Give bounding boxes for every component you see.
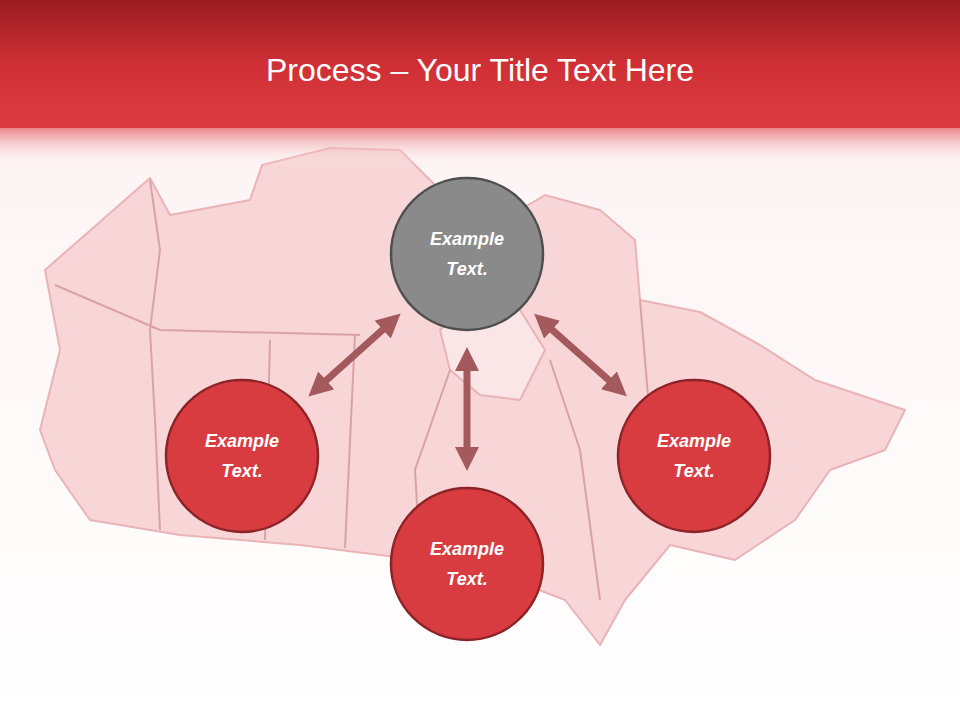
province-borders	[55, 180, 700, 600]
process-circle: Example Text.	[389, 176, 545, 332]
canada-map	[40, 148, 905, 645]
node-label: Example Text.	[646, 426, 743, 486]
header-fade	[0, 128, 960, 168]
circle-shape	[616, 378, 772, 534]
circle-outline	[166, 380, 318, 532]
text-holder: Example Text.	[389, 534, 545, 594]
circle-outline	[391, 178, 543, 330]
border-line	[150, 180, 160, 530]
double-arrow	[464, 359, 471, 459]
node-label: Example Text.	[194, 426, 291, 486]
border-line	[550, 360, 600, 600]
border-line	[55, 285, 360, 335]
text-holder: Example Text.	[389, 224, 545, 284]
node-label: Example Text.	[419, 224, 516, 284]
circle-shape	[389, 176, 545, 332]
double-arrow	[543, 322, 618, 388]
text-holder: Example Text.	[616, 426, 772, 486]
double-arrow	[317, 322, 391, 389]
header-bar	[0, 0, 960, 128]
process-circle: Example Text.	[164, 378, 320, 534]
circle-shape	[389, 486, 545, 642]
border-line	[345, 335, 355, 548]
process-circle: Example Text.	[389, 486, 545, 642]
circle-shape	[164, 378, 320, 534]
node-label: Example Text.	[419, 534, 516, 594]
slide-title: Process – Your Title Text Here	[0, 52, 960, 89]
text-holder: Example Text.	[164, 426, 320, 486]
process-circle: Example Text.	[616, 378, 772, 534]
circle-outline	[391, 488, 543, 640]
circle-outline	[618, 380, 770, 532]
country-outline	[40, 148, 905, 645]
